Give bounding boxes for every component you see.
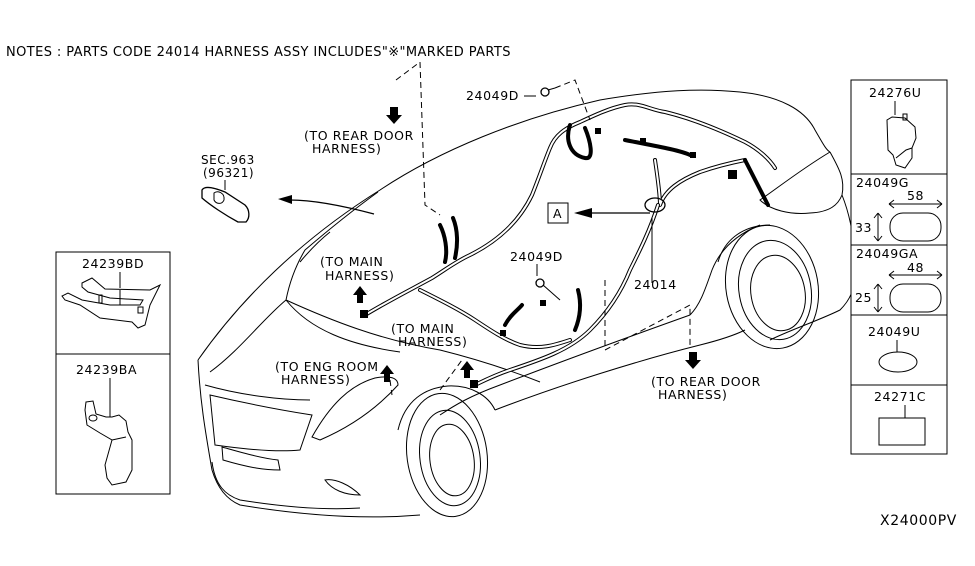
dimension-height: 25	[855, 290, 872, 305]
connector	[470, 380, 478, 388]
part-24049U: 24049U	[868, 324, 921, 373]
dimension-height: 33	[855, 220, 872, 235]
arrow-up-icon	[460, 361, 474, 378]
part-24239BD: 24239BD	[61, 256, 162, 329]
part-24271C: 24271C	[874, 389, 926, 446]
arrow-up-icon	[353, 286, 367, 303]
connector	[728, 170, 737, 179]
connection-label: (TO REAR DOOR HARNESS)	[651, 374, 761, 402]
harness-24014	[360, 102, 777, 388]
part-label: 24276U	[869, 85, 922, 100]
part-label: 24049GA	[856, 246, 918, 261]
arrow-down-icon	[386, 107, 402, 124]
svg-text:(TO REAR DOOR: (TO REAR DOOR	[651, 374, 761, 389]
arrow-left-icon	[574, 208, 592, 218]
connector	[360, 310, 368, 318]
svg-text:HARNESS): HARNESS)	[312, 141, 381, 156]
part-label: 24239BD	[82, 256, 144, 271]
leaders	[278, 61, 701, 396]
clip-24049D	[540, 87, 556, 97]
svg-text:(TO REAR DOOR: (TO REAR DOOR	[304, 128, 414, 143]
clip-24049D	[535, 278, 561, 301]
part-24049G: 24049G 58 33	[855, 175, 943, 242]
connection-label: (TO MAIN HARNESS)	[391, 321, 467, 349]
callout-24049D: 24049D	[510, 249, 563, 264]
mirror-sec-label: SEC.963	[201, 153, 255, 167]
svg-text:HARNESS): HARNESS)	[281, 372, 350, 387]
part-label: 24049G	[856, 175, 909, 190]
rear-view-mirror: SEC.963 (96321)	[201, 153, 255, 223]
arrow-left-icon	[278, 195, 292, 204]
car-body-outline	[197, 89, 856, 518]
right-parts-panel: 24276U 24049G 58 33 24049GA 48 25 24049U	[850, 79, 948, 455]
svg-text:HARNESS): HARNESS)	[325, 268, 394, 283]
svg-text:(TO MAIN: (TO MAIN	[391, 321, 455, 336]
view-ref-box	[547, 202, 569, 224]
dimension-width: 48	[907, 260, 924, 275]
part-24276U: 24276U	[869, 85, 922, 169]
arrow-up-icon	[380, 365, 394, 382]
connection-label: (TO ENG ROOM HARNESS)	[275, 359, 379, 387]
part-label: 24239BA	[76, 362, 137, 377]
left-parts-panel: 24239BD 24239BA	[55, 251, 171, 495]
connection-label: (TO MAIN HARNESS)	[320, 254, 394, 283]
svg-text:(TO MAIN: (TO MAIN	[320, 254, 384, 269]
part-24049GA: 24049GA 48 25	[855, 246, 943, 313]
part-24239BA: 24239BA	[76, 362, 137, 486]
dimension-width: 58	[907, 188, 924, 203]
arrow-down-icon	[685, 352, 701, 369]
callout-24014: 24014	[634, 277, 677, 292]
diagram-code: X24000PV	[880, 513, 957, 529]
svg-text:HARNESS): HARNESS)	[398, 334, 467, 349]
notes-text: NOTES : PARTS CODE 24014 HARNESS ASSY IN…	[6, 45, 511, 60]
svg-text:(TO ENG ROOM: (TO ENG ROOM	[275, 359, 379, 374]
svg-text:HARNESS): HARNESS)	[658, 387, 727, 402]
mirror-part-label: (96321)	[203, 166, 254, 180]
view-ref-label: A	[553, 206, 562, 221]
part-label: 24049U	[868, 324, 921, 339]
connection-label: (TO REAR DOOR HARNESS)	[304, 128, 414, 156]
part-label: 24271C	[874, 389, 926, 404]
callout-24049D: 24049D	[466, 88, 519, 103]
